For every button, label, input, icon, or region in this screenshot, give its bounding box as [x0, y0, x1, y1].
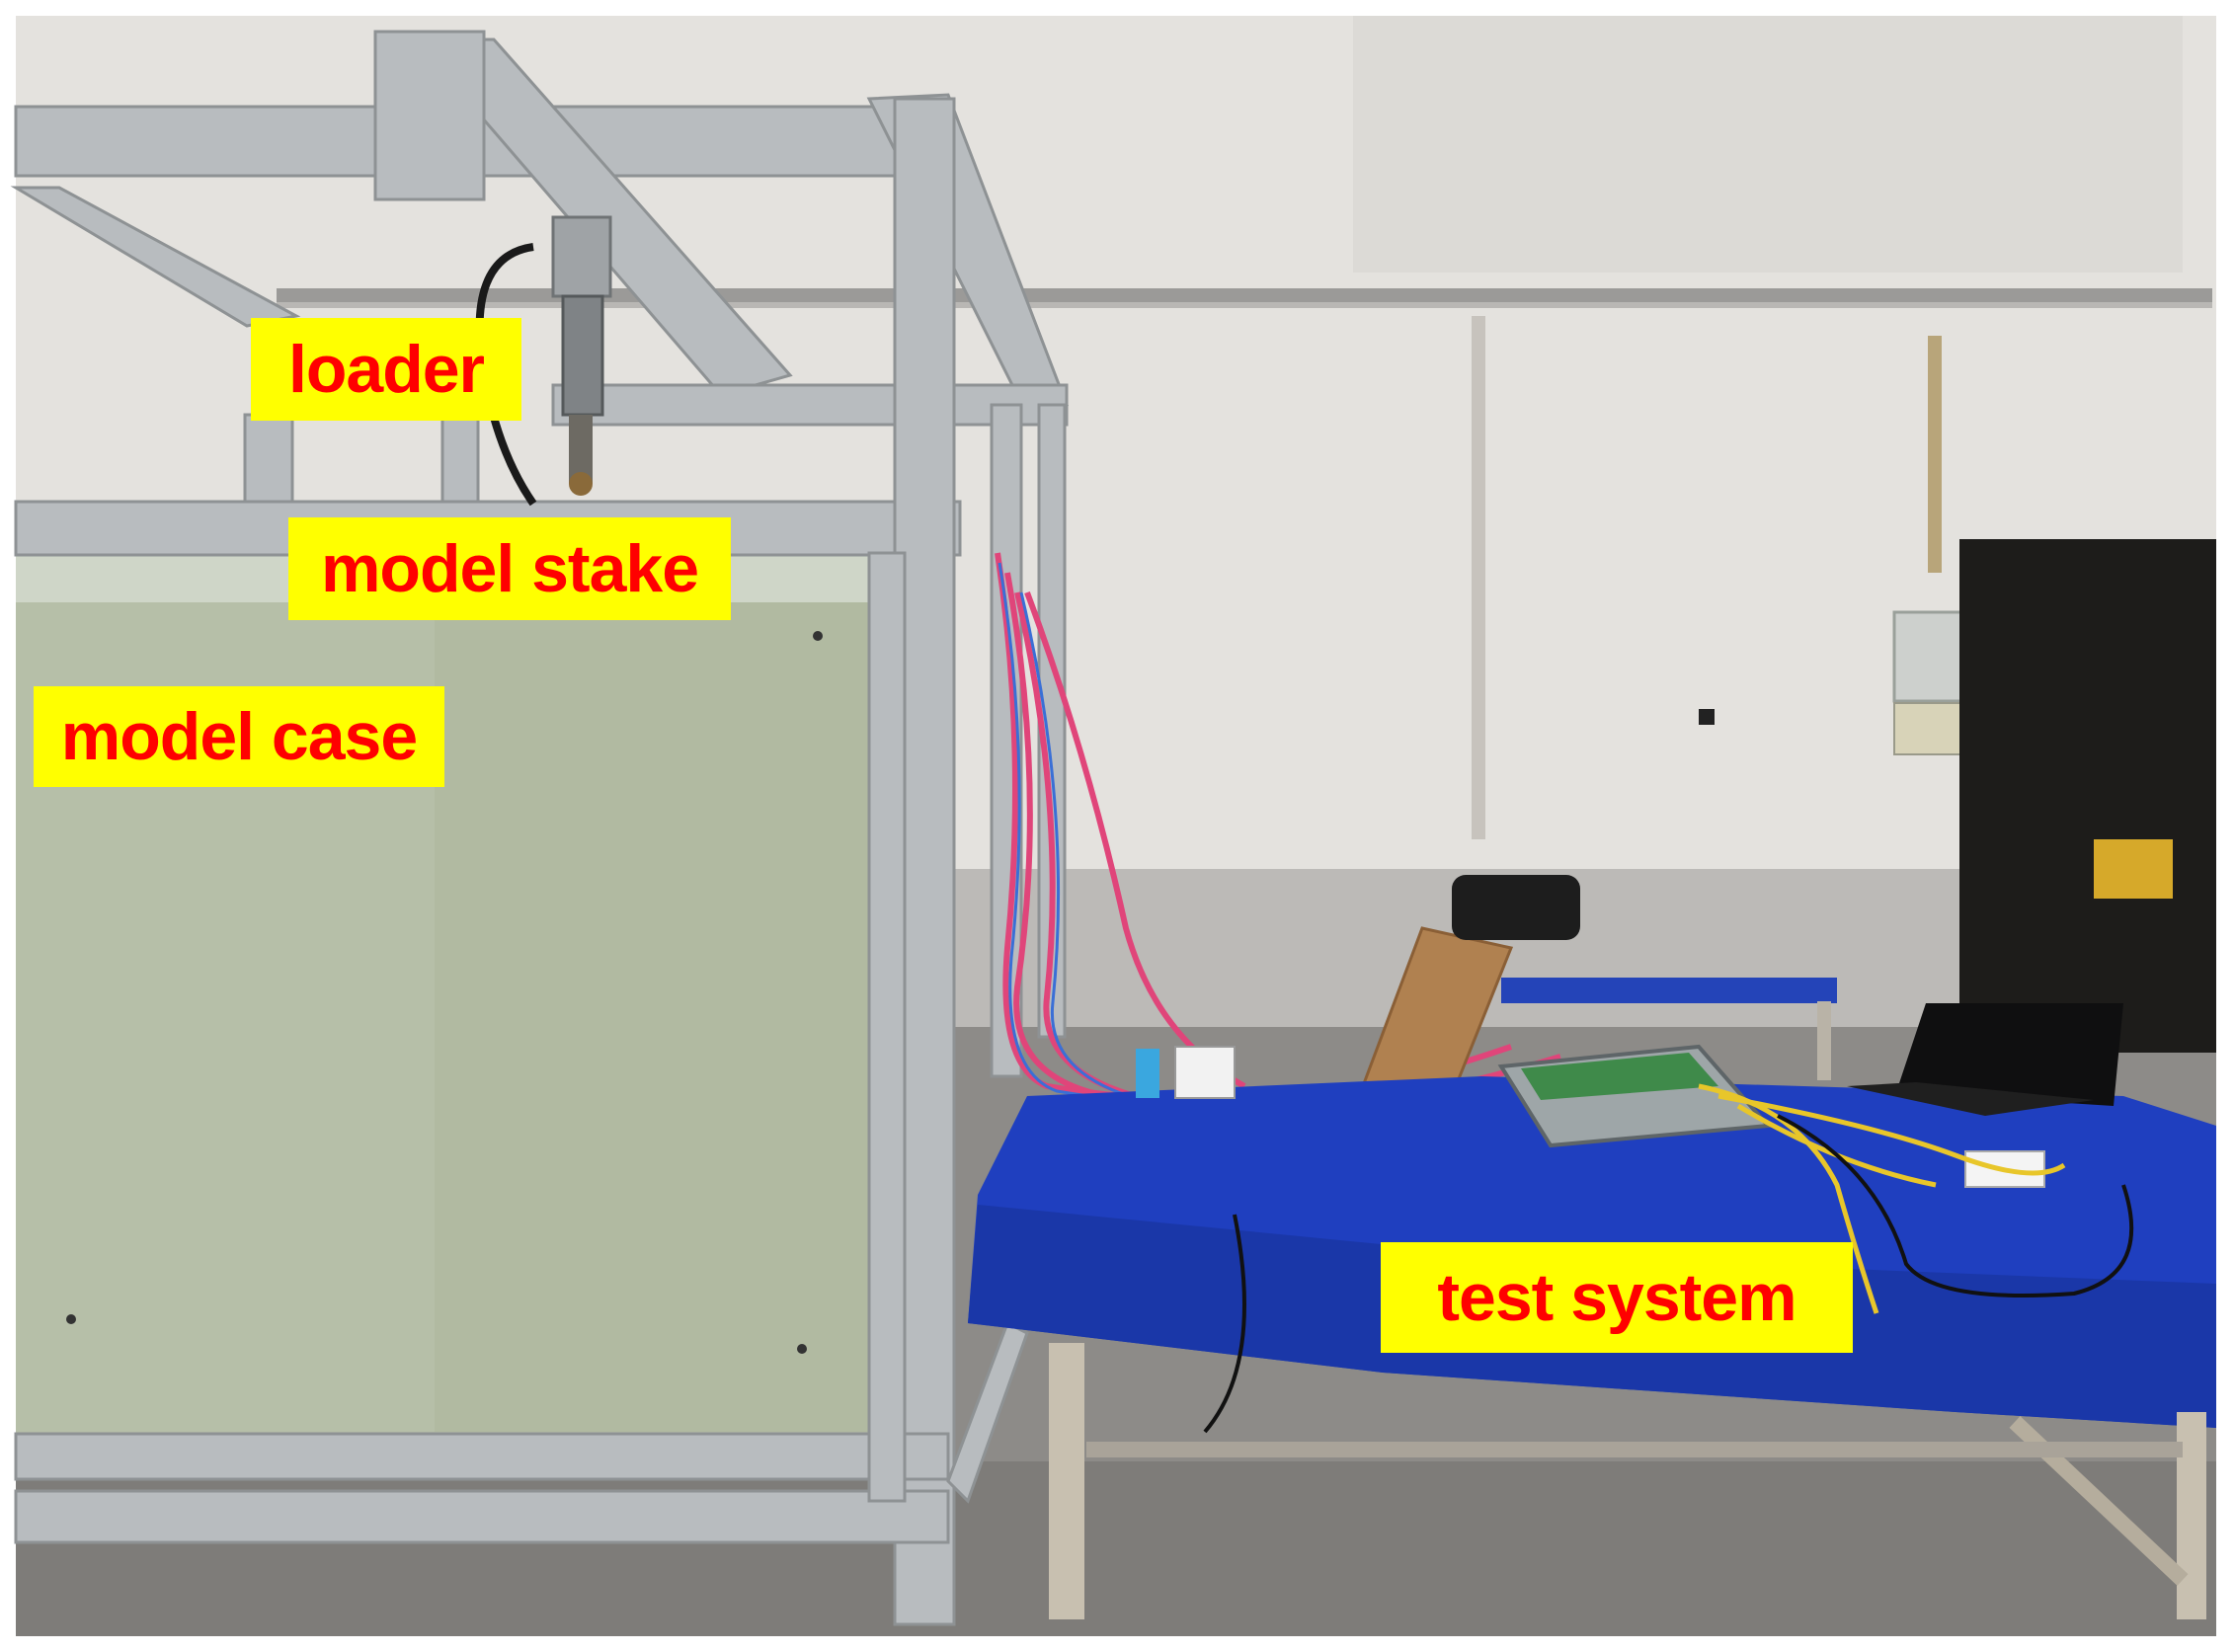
label-loader: loader: [251, 318, 521, 421]
wall-patch: [1353, 16, 2183, 273]
data-acquisition-panel: [1521, 1053, 1718, 1100]
doorway-yellow-object: [2094, 839, 2173, 899]
wall-socket: [1699, 709, 1715, 725]
laptop-screen: [1896, 1003, 2123, 1106]
table-rail: [1086, 1442, 2183, 1457]
black-bag: [1452, 875, 1580, 940]
electrical-box-lower: [1893, 702, 1970, 755]
wall-beam: [277, 288, 2212, 302]
floor-shadow: [16, 1461, 2216, 1636]
sensor-box: [1136, 1049, 1159, 1098]
label-test-system: test system: [1381, 1242, 1853, 1353]
wall-beam-shadow: [277, 302, 2212, 308]
doorway: [1959, 539, 2216, 1053]
model-case-bolt: [66, 1314, 76, 1324]
model-case-panel-shade: [435, 592, 869, 1432]
rear-table: [1501, 978, 1837, 1003]
rear-table-leg: [1817, 1001, 1831, 1080]
label-model-stake: model stake: [288, 517, 731, 620]
wall-pipe-2: [1928, 336, 1942, 573]
wall-pipe-1: [1472, 316, 1485, 839]
label-model-case: model case: [34, 686, 444, 787]
steel-frame: [10, 30, 1070, 1626]
table-leg: [1049, 1343, 1084, 1619]
model-case-bolt: [813, 631, 823, 641]
sensor-box: [1174, 1046, 1236, 1099]
black-cables: [1203, 1114, 2134, 1434]
laptop-base: [1847, 1082, 2094, 1116]
model-case-bolt: [797, 1344, 807, 1354]
